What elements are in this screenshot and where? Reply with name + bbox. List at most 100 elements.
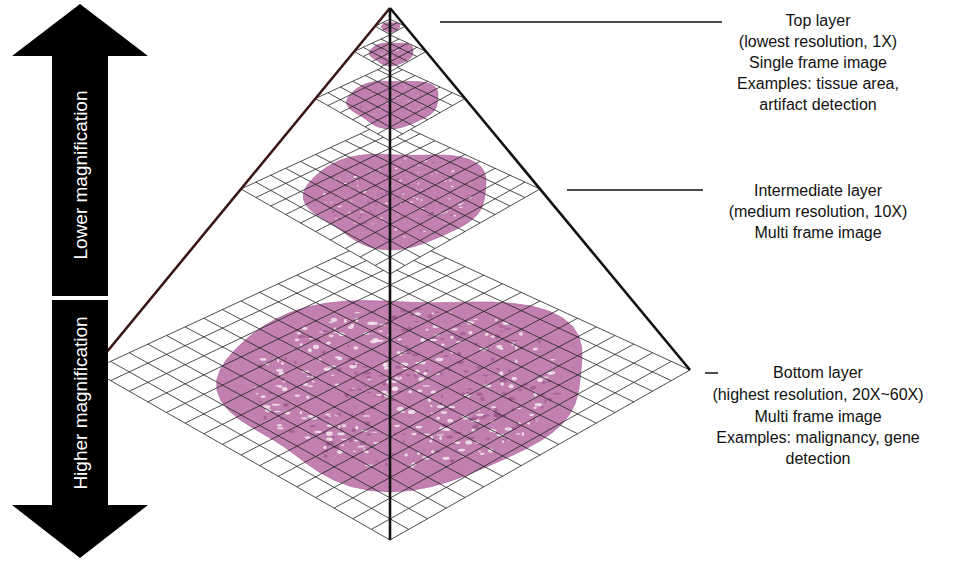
tissue-texture	[362, 231, 363, 233]
tissue-texture	[424, 206, 428, 208]
tissue-texture	[423, 372, 427, 376]
tissue-texture	[372, 213, 374, 215]
tissue-texture	[349, 439, 353, 443]
tissue-texture	[381, 53, 383, 55]
tissue-texture	[398, 112, 400, 113]
tissue-texture	[427, 314, 432, 318]
tissue-texture	[379, 100, 381, 102]
tissue-texture	[366, 376, 371, 379]
tissue-texture	[341, 444, 344, 446]
tissue-texture	[397, 50, 399, 51]
tissue-texture	[533, 348, 538, 351]
tissue-texture	[329, 439, 332, 441]
tissue-texture	[324, 201, 328, 203]
tissue-texture	[439, 338, 444, 340]
tissue-texture	[391, 57, 392, 58]
tissue-texture	[336, 413, 342, 416]
tissue-texture	[495, 319, 497, 322]
tissue-texture	[485, 333, 489, 336]
tissue-texture	[430, 173, 433, 175]
tissue-texture	[417, 165, 420, 167]
tissue-texture	[522, 432, 524, 436]
tissue-texture	[341, 439, 347, 441]
tissue-texture	[432, 162, 435, 163]
tissue-texture	[372, 223, 373, 224]
tissue-texture	[425, 96, 427, 97]
tissue-texture	[383, 382, 387, 386]
tissue-texture	[472, 425, 479, 429]
tissue-texture	[430, 405, 433, 407]
tissue-texture	[414, 376, 418, 378]
tissue-texture	[393, 97, 394, 98]
tissue-texture	[474, 424, 479, 426]
tissue-texture	[399, 180, 402, 182]
tissue-texture	[453, 215, 456, 217]
tissue-texture	[371, 94, 372, 96]
tissue-texture	[466, 195, 470, 196]
tissue-texture	[511, 377, 517, 381]
tissue-texture	[366, 433, 370, 436]
tissue-texture	[326, 437, 333, 441]
tissue-texture	[529, 387, 532, 389]
tissue-texture	[432, 313, 434, 315]
tissue-texture	[352, 428, 356, 432]
tissue-texture	[496, 324, 502, 326]
tissue-texture	[504, 328, 511, 331]
tissue-texture	[516, 433, 520, 434]
tissue-texture	[355, 372, 358, 376]
tissue-texture	[436, 434, 444, 435]
tissue-texture	[427, 178, 429, 180]
tissue-texture	[420, 230, 422, 231]
tissue-texture	[395, 167, 397, 169]
tissue-texture	[367, 322, 374, 326]
arrow-fill	[12, 300, 148, 558]
tissue-texture	[421, 111, 423, 112]
tissue-texture	[427, 214, 428, 216]
tissue-texture	[436, 196, 438, 198]
layer-description: Bottom layer	[693, 362, 943, 383]
tissue-texture	[436, 197, 438, 198]
tissue-texture	[481, 399, 484, 401]
tissue-texture	[386, 56, 388, 57]
tissue-texture	[544, 399, 547, 403]
tissue-texture	[440, 411, 447, 414]
tissue-texture	[496, 368, 499, 371]
tissue-texture	[496, 345, 502, 349]
tissue-texture	[468, 331, 472, 334]
tissue-texture	[361, 183, 363, 185]
tissue-texture	[366, 108, 368, 110]
tissue-texture	[323, 446, 326, 449]
tissue-texture	[471, 417, 479, 420]
tissue-texture	[360, 214, 363, 216]
tissue-texture	[439, 436, 441, 440]
tissue-texture	[537, 339, 542, 343]
tissue-texture	[403, 101, 405, 103]
tissue-texture	[438, 192, 439, 194]
layer-description: Multi frame image	[693, 406, 943, 427]
tissue-texture	[435, 358, 443, 362]
tissue-texture	[355, 426, 358, 430]
tissue-texture	[332, 211, 335, 213]
tissue-texture	[338, 425, 340, 429]
tissue-texture	[394, 425, 400, 428]
tissue-texture	[282, 387, 287, 391]
tissue-texture	[256, 393, 259, 395]
tissue-texture	[319, 331, 324, 332]
tissue-texture	[398, 112, 400, 114]
tissue-texture	[417, 94, 419, 96]
tissue-texture	[379, 98, 381, 99]
tissue-texture	[348, 389, 355, 391]
tissue-texture	[298, 335, 306, 337]
tissue-texture	[406, 374, 411, 377]
tissue-texture	[335, 218, 337, 219]
tissue-texture	[261, 395, 266, 398]
layer-description: Single frame image	[693, 52, 943, 73]
tissue-texture	[491, 406, 496, 408]
grid-line	[381, 47, 417, 66]
tissue-texture	[363, 415, 371, 416]
grid-line	[345, 141, 495, 215]
tissue-texture	[383, 207, 385, 209]
tissue-texture	[441, 395, 443, 398]
tissue-texture	[378, 331, 383, 333]
tissue-texture	[277, 359, 279, 363]
